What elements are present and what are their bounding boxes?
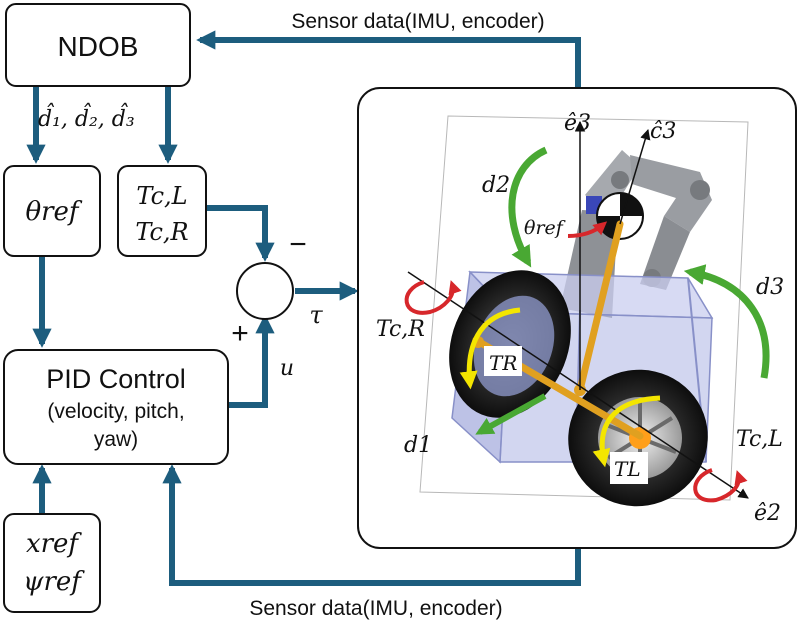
e2-label: ê2 (754, 501, 781, 526)
sensor-data-bottom-label: Sensor data(IMU, encoder) (249, 597, 502, 620)
sensor-feedback-bottom-line (162, 464, 581, 586)
d1-arrow (475, 393, 547, 435)
d2-label: d2 (482, 173, 510, 198)
e3-label: ê3 (564, 111, 591, 136)
x-ref-label: xref (26, 529, 82, 559)
ndob-label: NDOB (58, 31, 139, 62)
robot-panel: ê3 ĉ3 ê2 d1 d2 d3 θref Tc,R Tc,L TR TL (357, 87, 797, 549)
d3-label: d3 (756, 275, 784, 300)
tl-label: TL (614, 457, 641, 481)
sensor-feedback-top-line (196, 30, 581, 88)
torque-compensation-block: Tc,L Tc,R (117, 165, 207, 257)
tcr-arrow (404, 280, 462, 315)
ndob-block: NDOB (5, 3, 191, 87)
pid-to-sum-line (228, 314, 275, 408)
minus-sign: − (289, 228, 307, 261)
tl-arrow (592, 395, 661, 468)
d1-label: d1 (404, 433, 432, 458)
d2-arrow (508, 146, 548, 268)
psi-ref-label: ψref (23, 567, 85, 597)
tcr-robot-label: Tc,R (376, 317, 425, 342)
theta-ref-block: θref (3, 165, 101, 257)
tc-to-sum-line (206, 205, 275, 262)
tr-arrow (459, 307, 521, 390)
summing-junction (236, 262, 294, 320)
tcl-label: Tc,L (136, 182, 187, 210)
theta-ref-label: θref (25, 197, 82, 227)
u-label: u (280, 356, 294, 381)
e2-axis (407, 271, 749, 499)
theta-ref-arrow (567, 221, 608, 238)
tr-label: TR (489, 351, 517, 375)
theta-ref-robot-label: θref (524, 217, 566, 239)
tau-label: τ (309, 301, 323, 329)
reference-input-block: xref ψref (3, 513, 101, 613)
signal-flow-lines (26, 30, 581, 586)
disturbance-estimate-label: d̂₁, d̂₂, d̂₃ (38, 103, 135, 132)
pid-title: PID Control (46, 364, 186, 394)
pid-control-block: PID Control (velocity, pitch, yaw) (3, 349, 229, 465)
tcl-arrow (693, 468, 748, 503)
d3-arrow (683, 264, 770, 379)
c3-axis (619, 128, 651, 225)
c3-label: ĉ3 (650, 119, 676, 144)
pid-line-3: yaw) (94, 428, 138, 451)
tcr-label: Tc,R (135, 218, 188, 246)
tcl-robot-label: Tc,L (736, 427, 783, 452)
tilted-frame-outline (419, 115, 749, 501)
plus-sign: + (231, 317, 249, 350)
sensor-data-top-label: Sensor data(IMU, encoder) (291, 10, 544, 33)
pid-line-2: (velocity, pitch, (47, 400, 184, 423)
